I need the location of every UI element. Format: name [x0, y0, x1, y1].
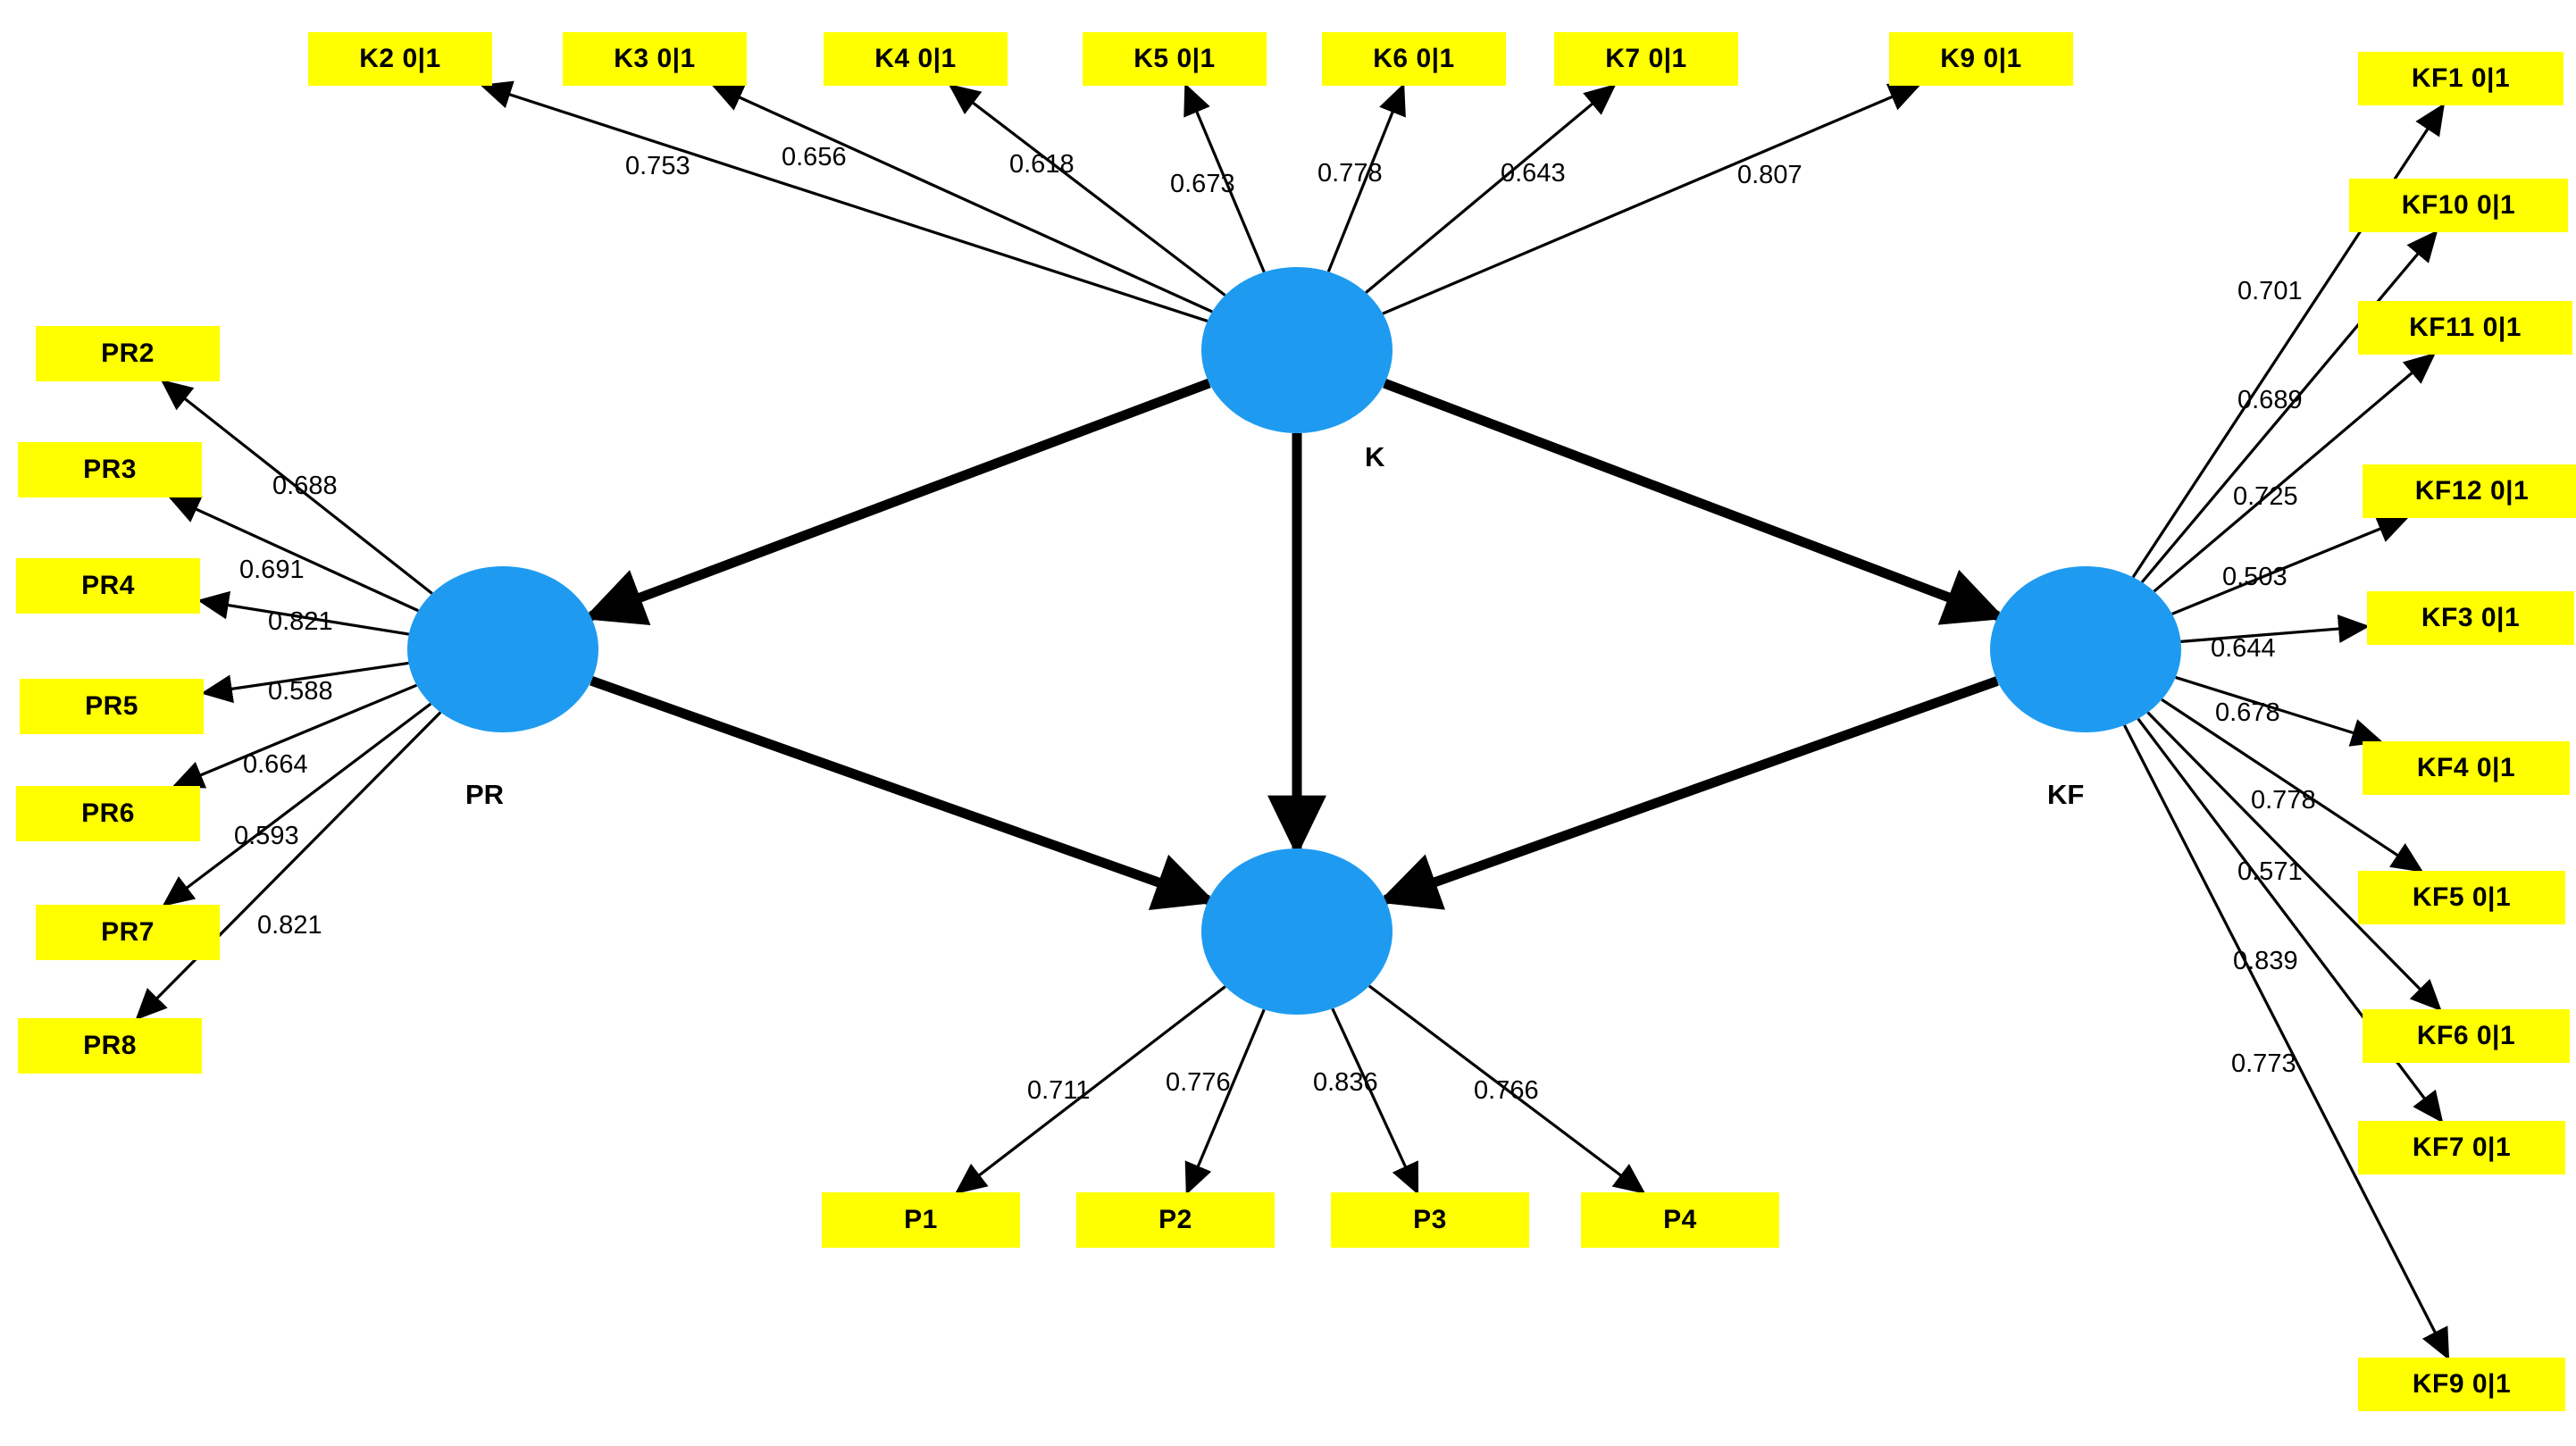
indicator-box-k5[interactable]: K5 0|1: [1083, 32, 1267, 86]
loading-label-pr-pr8: 0.821: [257, 911, 322, 940]
indicator-box-kf6[interactable]: KF6 0|1: [2363, 1009, 2570, 1063]
loading-label-k-k4: 0.618: [1009, 150, 1075, 179]
latent-label-kf: KF: [2047, 779, 2085, 810]
indicator-box-p1[interactable]: P1: [822, 1192, 1020, 1248]
structural-edge-k-pr: [582, 378, 1211, 625]
loading-label-kf-kf7: 0.839: [2233, 947, 2298, 975]
indicator-box-k7[interactable]: K7 0|1: [1554, 32, 1738, 86]
measurement-edge-pr-pr7: [162, 702, 432, 907]
indicator-box-kf1[interactable]: KF1 0|1: [2358, 52, 2563, 105]
loading-label-k-k5: 0.673: [1170, 170, 1235, 198]
measurement-edge-k-k3: [711, 84, 1213, 313]
indicator-box-k6[interactable]: K6 0|1: [1322, 32, 1506, 86]
indicator-box-p2[interactable]: P2: [1076, 1192, 1275, 1248]
loading-label-kf-kf4: 0.678: [2215, 698, 2280, 727]
latent-node-k[interactable]: [1201, 267, 1393, 433]
loading-label-p-p3: 0.836: [1313, 1068, 1378, 1097]
indicator-box-kf5[interactable]: KF5 0|1: [2358, 871, 2565, 924]
loading-label-k-k2: 0.753: [625, 152, 690, 180]
indicator-box-pr2[interactable]: PR2: [36, 326, 220, 381]
indicator-box-pr5[interactable]: PR5: [20, 679, 204, 734]
loading-label-pr-pr6: 0.664: [243, 750, 308, 779]
measurement-edge-pr-pr3: [167, 496, 419, 613]
indicator-box-pr3[interactable]: PR3: [18, 442, 202, 497]
loading-label-kf-kf1: 0.701: [2237, 277, 2303, 305]
indicator-box-kf9[interactable]: KF9 0|1: [2358, 1358, 2565, 1411]
indicator-box-pr4[interactable]: PR4: [16, 558, 200, 614]
indicator-box-pr7[interactable]: PR7: [36, 905, 220, 960]
loading-label-p-p1: 0.711: [1027, 1076, 1091, 1105]
indicator-box-kf12[interactable]: KF12 0|1: [2363, 464, 2576, 518]
measurement-edge-k-k2: [480, 80, 1209, 322]
loading-label-kf-kf9: 0.773: [2231, 1049, 2296, 1078]
indicator-box-p3[interactable]: P3: [1331, 1192, 1529, 1248]
loading-label-pr-pr5: 0.588: [268, 677, 333, 706]
loading-label-p-p4: 0.766: [1474, 1076, 1539, 1105]
loading-label-k-k6: 0.778: [1317, 159, 1383, 188]
indicator-box-k2[interactable]: K2 0|1: [308, 32, 492, 86]
indicator-box-pr8[interactable]: PR8: [18, 1018, 202, 1074]
loading-label-kf-kf11: 0.725: [2233, 482, 2298, 511]
measurement-edge-p-p3: [1331, 1007, 1419, 1195]
structural-edge-kf-p: [1377, 676, 1999, 910]
measurement-edge-p-p2: [1184, 1008, 1266, 1195]
indicator-box-kf4[interactable]: KF4 0|1: [2363, 741, 2570, 795]
indicator-box-kf10[interactable]: KF10 0|1: [2349, 179, 2568, 232]
loading-label-kf-kf5: 0.778: [2251, 786, 2316, 815]
indicator-box-k3[interactable]: K3 0|1: [563, 32, 747, 86]
loading-label-kf-kf6: 0.571: [2237, 857, 2303, 886]
indicator-box-kf11[interactable]: KF11 0|1: [2358, 301, 2572, 355]
loading-label-kf-kf3: 0.644: [2211, 634, 2276, 663]
loading-label-pr-pr3: 0.691: [239, 556, 305, 584]
indicator-box-kf7[interactable]: KF7 0|1: [2358, 1121, 2565, 1174]
loading-label-pr-pr7: 0.593: [234, 822, 299, 850]
indicator-box-p4[interactable]: P4: [1581, 1192, 1779, 1248]
loading-label-p-p2: 0.776: [1166, 1068, 1231, 1097]
latent-node-kf[interactable]: [1990, 566, 2181, 732]
measurement-edge-k-k9: [1382, 83, 1921, 315]
loading-label-pr-pr4: 0.821: [268, 607, 333, 636]
indicator-box-kf3[interactable]: KF3 0|1: [2367, 591, 2574, 645]
loading-label-kf-kf12: 0.503: [2222, 563, 2287, 591]
loading-label-kf-kf10: 0.689: [2237, 386, 2303, 414]
latent-label-pr: PR: [465, 779, 505, 810]
indicator-box-k4[interactable]: K4 0|1: [824, 32, 1008, 86]
loading-label-k-k7: 0.643: [1501, 159, 1566, 188]
structural-edge-pr-p: [590, 676, 1217, 910]
indicator-box-pr6[interactable]: PR6: [16, 786, 200, 841]
loading-label-k-k9: 0.807: [1737, 161, 1802, 189]
structural-paths: [582, 378, 2006, 910]
structural-edge-k-kf: [1383, 379, 2006, 625]
latent-node-pr[interactable]: [407, 566, 598, 732]
latent-node-p[interactable]: [1201, 848, 1393, 1015]
measurement-edge-k-k7: [1365, 83, 1617, 294]
latent-label-k: K: [1365, 441, 1385, 472]
indicator-box-k9[interactable]: K9 0|1: [1889, 32, 2073, 86]
loading-label-k-k3: 0.656: [782, 143, 847, 171]
loading-label-pr-pr2: 0.688: [272, 472, 338, 500]
